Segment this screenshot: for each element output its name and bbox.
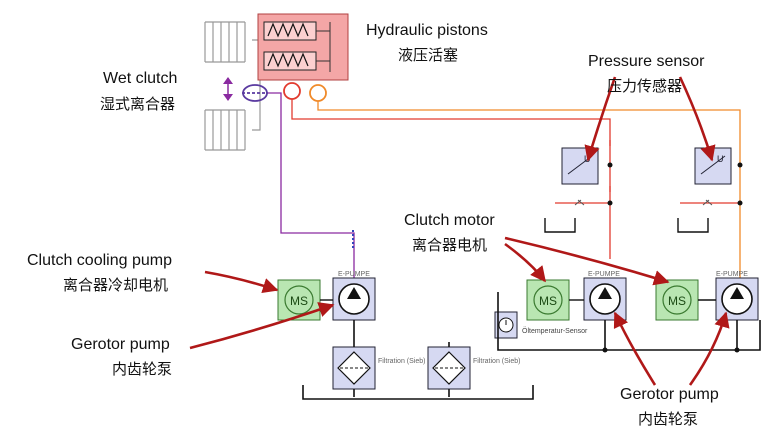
left-motor-unit: MS [277,279,321,321]
arrow-gerotor-right-2 [688,311,730,386]
arrow-clutch-motor-2 [504,236,670,286]
filter-left: Filtration (Sieb) [332,346,425,390]
hydraulic-pistons-label-en: Hydraulic pistons [366,22,488,39]
arrow-pressure-left [584,76,617,162]
left-motor-label: MS [290,294,308,308]
mid-motor-unit: MS [526,279,570,321]
clutch-actuator-arrows [223,77,233,101]
right-motor-label: MS [668,294,686,308]
clutch-motor-label-en: Clutch motor [404,212,495,229]
return-tanks [544,199,713,233]
black-lines [302,292,761,400]
pressure-sensor-left: U [561,147,599,185]
clutch-cooling-pump-label-cn: 离合器冷却电机 [63,276,169,294]
sensor-glyph-right: U [717,154,724,164]
pump-tag-mid: E-PUMPE [588,271,620,278]
filtration-label-left: Filtration (Sieb) [378,358,425,365]
annotation-arrows [189,76,730,386]
pressure-sensor-label-en: Pressure sensor [588,53,705,70]
arrow-cooling-pump [204,270,279,294]
pump-tag-left: E-PUMPE [338,271,370,278]
arrow-gerotor-left [189,302,335,350]
valve-circles [242,82,327,102]
mid-pump-unit: E-PUMPE [569,271,627,321]
pipe-network [268,92,741,290]
gerotor-pump-right-label-en: Gerotor pump [620,386,719,403]
mid-motor-label: MS [539,294,557,308]
junction-dots [602,162,743,353]
arrow-pressure-right [678,76,716,162]
clutch-cooling-pump-label-en: Clutch cooling pump [27,252,172,269]
pump-tag-right: E-PUMPE [716,271,748,278]
clutch-motor-label-cn: 离合器电机 [412,236,488,254]
arrow-gerotor-right-1 [613,311,657,386]
right-pump-unit: E-PUMPE [698,271,759,321]
left-pump-unit: E-PUMPE [320,271,376,321]
hydraulic-pistons-label-cn: 液压活塞 [398,46,459,64]
filter-right: Filtration (Sieb) [427,346,520,390]
gerotor-pump-right-label-cn: 内齿轮泵 [638,410,699,428]
arrow-clutch-motor-1 [504,242,547,283]
pressure-sensor-label-cn: 压力传感器 [607,77,683,95]
wet-clutch-label-en: Wet clutch [103,70,178,87]
gerotor-pump-left-label-cn: 内齿轮泵 [112,360,173,378]
filtration-label-right: Filtration (Sieb) [473,358,520,365]
gerotor-pump-left-label-en: Gerotor pump [71,336,170,353]
hydraulic-pistons-block [257,13,349,81]
oil-temperature-sensor: Öltemperatur-Sensor [494,311,588,339]
wet-clutch-label-cn: 湿式离合器 [100,95,176,113]
oil-temp-sensor-label: Öltemperatur-Sensor [522,327,588,335]
pressure-sensor-right: U [694,147,732,185]
right-motor-unit: MS [655,279,699,321]
